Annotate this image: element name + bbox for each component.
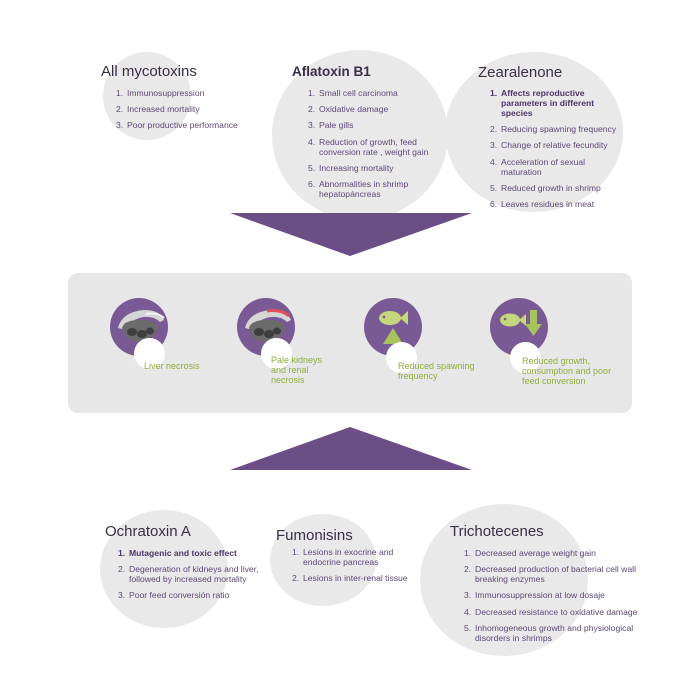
effect-badge <box>510 342 541 373</box>
list-item: 1.Small cell carcinoma <box>308 88 398 98</box>
blob-fumonisins <box>270 514 376 606</box>
list-item: 5.Inhomogeneous growth and physiological… <box>464 622 634 643</box>
list-item: 2.Oxidative damage <box>308 104 389 115</box>
list-item: 5.Increasing mortality <box>308 162 394 173</box>
shrimp-kidney-icon <box>245 309 291 342</box>
group-list: 1.Decreased average weight gain 2.Decrea… <box>464 548 654 649</box>
group-title: Trichotecenes <box>450 523 544 540</box>
blob-all-mycotoxins <box>103 52 191 140</box>
list-item: 6.Abnormalities in shrimp hepatopáncreas <box>308 178 409 199</box>
list-item: 6.Leaves residues in meat <box>490 198 595 209</box>
list-item: 4.Decreased resistance to oxidative dama… <box>464 606 638 617</box>
blob-zearalenone <box>445 52 623 212</box>
list-item: 2.Degeneration of kidneys and liver, fol… <box>118 564 259 585</box>
list-item: 3.Immunosuppression at low dosaje <box>464 590 605 601</box>
list-item: 3.Poor productive performance <box>116 120 238 131</box>
shrimp-liver-icon <box>118 310 165 342</box>
effect-badge <box>386 342 417 373</box>
effect-label: Reduced spawning frequency <box>398 361 475 381</box>
group-title: All mycotoxins <box>101 63 197 80</box>
group-list: 1.Lesions in exocrine and endocrine panc… <box>292 547 422 589</box>
group-title: Ochratoxin A <box>105 523 191 540</box>
group-list: 1.Immunosuppression 2.Increased mortalit… <box>116 88 266 137</box>
list-item: 4.Reduction of growth, feed conversion r… <box>308 136 429 157</box>
list-item: 1.Affects reproductive parameters in dif… <box>490 88 595 118</box>
blob-ochratoxin-a <box>100 510 228 628</box>
list-item: 5.Reduced growth in shrimp <box>490 182 601 193</box>
group-title: Zearalenone <box>478 64 563 81</box>
group-list: 1.Small cell carcinoma 2.Oxidative damag… <box>308 88 446 205</box>
list-item: 1.Lesions in exocrine and endocrine panc… <box>292 547 394 567</box>
list-item: 2.Lesions in inter-renal tissue <box>292 573 408 584</box>
blob-trichotecenes <box>420 504 588 656</box>
group-title: Aflatoxin B1 <box>292 64 371 79</box>
effect-circle <box>237 298 295 356</box>
effect-badge <box>134 338 165 369</box>
list-item: 3.Pale gills <box>308 120 354 131</box>
fish-triangle-icon <box>379 311 408 344</box>
list-item: 2.Decreased production of bacterial cell… <box>464 564 636 585</box>
effect-badge <box>261 338 292 369</box>
list-item: 3.Poor feed conversión ratio <box>118 590 230 601</box>
list-item: 2.Increased mortality <box>116 104 200 115</box>
group-list: 1.Mutagenic and toxic effect 2.Degenerat… <box>118 548 288 607</box>
effect-label: Pale kidneys and renal necrosis <box>271 355 323 385</box>
list-item: 4.Acceleration of sexual maturation <box>490 156 586 177</box>
effect-label: Liver necrosis <box>144 361 200 371</box>
effect-label: Reduced growth, consumption and poor fee… <box>522 356 612 386</box>
list-item: 1.Decreased average weight gain <box>464 548 596 558</box>
list-item: 1.Mutagenic and toxic effect <box>118 548 237 558</box>
group-list: 1.Affects reproductive parameters in dif… <box>490 88 626 215</box>
fish-down-arrow-icon <box>500 310 542 336</box>
list-item: 2.Reducing spawning frequency <box>490 124 617 135</box>
list-item: 1.Immunosuppression <box>116 88 205 98</box>
group-title: Fumonisins <box>276 527 353 544</box>
blob-aflatoxin-b1 <box>272 50 448 220</box>
list-item: 3.Change of relative fecundity <box>490 140 608 151</box>
